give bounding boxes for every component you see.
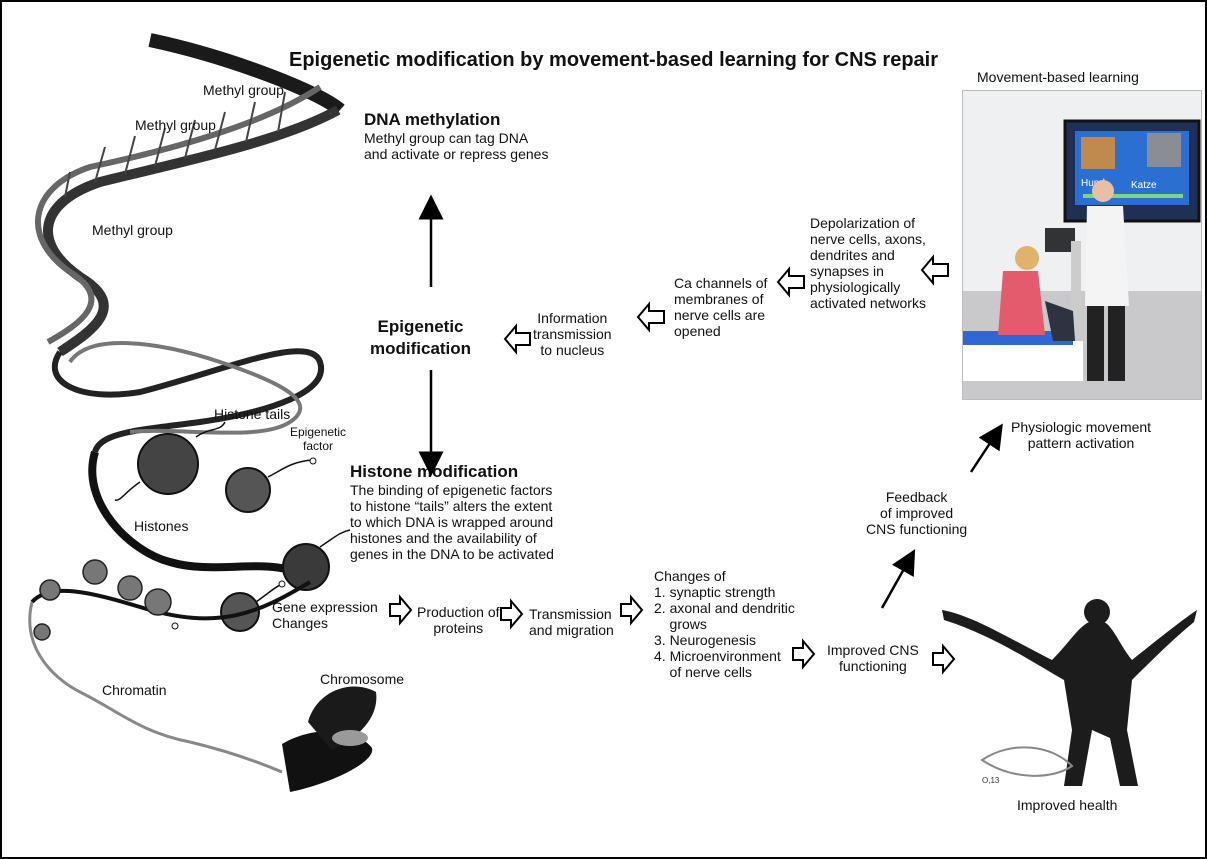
hollow-arrow-to-cns [793, 641, 814, 667]
hollow-arrow-to-epigenetic [505, 326, 530, 352]
arrow-up-to-activation [971, 434, 996, 472]
hollow-arrow-to-health [933, 646, 954, 672]
hollow-arrow-to-proteins [390, 597, 411, 623]
hollow-arrow-to-ca-channels [778, 269, 804, 295]
hollow-arrow-to-transmission [501, 601, 522, 627]
arrow-up-to-feedback [882, 560, 909, 608]
hollow-arrow-to-depolarization [922, 257, 948, 283]
hollow-arrow-to-changes [621, 597, 642, 623]
hollow-arrow-to-information [638, 304, 664, 330]
